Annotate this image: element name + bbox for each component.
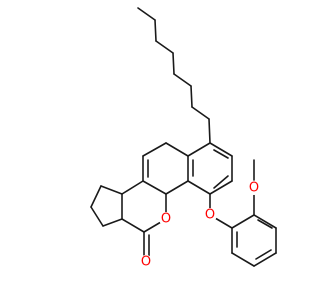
bond bbox=[231, 214, 255, 229]
atom-background bbox=[139, 255, 153, 269]
bond bbox=[154, 19, 157, 42]
bonds bbox=[90, 7, 277, 267]
atom-background bbox=[247, 181, 261, 195]
atom-background bbox=[203, 208, 217, 222]
bond bbox=[165, 180, 189, 195]
bond bbox=[253, 214, 277, 229]
bond bbox=[255, 249, 272, 260]
bond bbox=[155, 40, 174, 54]
bond bbox=[137, 7, 156, 21]
bond bbox=[100, 185, 123, 195]
bond bbox=[253, 252, 277, 267]
atom-label-oxygen: O bbox=[141, 255, 151, 270]
bond bbox=[190, 85, 193, 108]
molecule-drawing: O O O O bbox=[90, 7, 277, 270]
bond bbox=[142, 142, 167, 157]
atom-label-oxygen: O bbox=[161, 212, 171, 227]
bond bbox=[208, 118, 211, 144]
bond bbox=[90, 206, 104, 227]
bond bbox=[121, 180, 144, 195]
bond bbox=[142, 180, 167, 195]
bond bbox=[257, 219, 273, 229]
bond bbox=[213, 175, 229, 189]
atom-label-oxygen: O bbox=[205, 208, 215, 223]
atom-label-oxygen: O bbox=[249, 181, 259, 196]
bond bbox=[209, 180, 233, 195]
bond bbox=[213, 149, 229, 159]
bond bbox=[231, 252, 255, 267]
bond bbox=[173, 73, 192, 87]
bond bbox=[102, 218, 123, 227]
bond bbox=[187, 142, 211, 157]
bond bbox=[165, 142, 189, 157]
bond bbox=[172, 52, 175, 75]
bond bbox=[121, 218, 145, 233]
bond bbox=[209, 142, 233, 157]
bond bbox=[191, 106, 210, 120]
atom-labels: O O O O bbox=[139, 181, 261, 270]
bond bbox=[187, 180, 211, 195]
atom-background bbox=[159, 212, 173, 226]
bond bbox=[90, 185, 102, 208]
structure-canvas: O O O O bbox=[90, 7, 277, 270]
